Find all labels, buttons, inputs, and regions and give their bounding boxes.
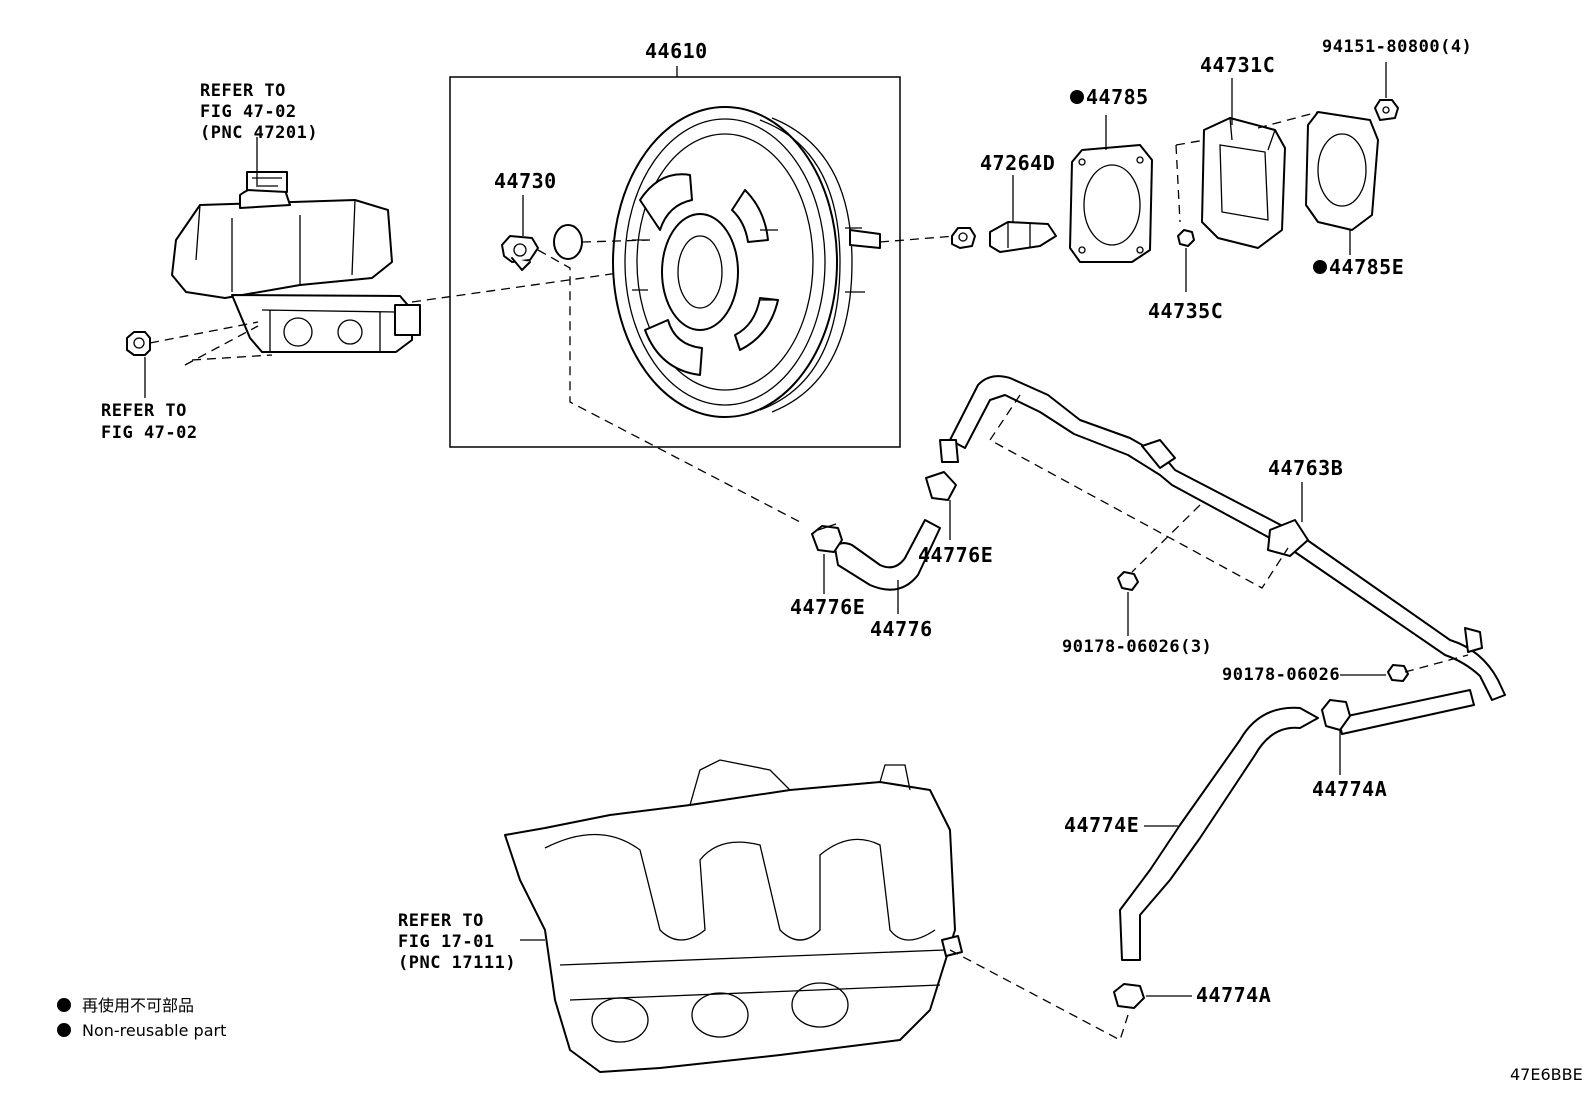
- spacer-44731c: [1201, 117, 1286, 249]
- label-47264d: 47264D: [980, 151, 1055, 175]
- hose-44774e: [1119, 689, 1475, 961]
- label-44735c: 44735C: [1148, 299, 1223, 323]
- label-90178-06026-3: 90178-06026(3): [1062, 637, 1212, 657]
- label-44774a-upper: 44774A: [1312, 777, 1387, 801]
- clip-44776e-lower: [811, 523, 843, 553]
- legend-text-jp: 再使用不可部品: [82, 996, 194, 1015]
- svg-text:REFER TO: REFER TO: [200, 81, 286, 101]
- legend: 再使用不可部品 Non-reusable part: [57, 996, 226, 1040]
- vacuum-pipe-44763b: [939, 375, 1506, 701]
- label-44774a-lower: 44774A: [1196, 983, 1271, 1007]
- gasket-44785e: [1305, 111, 1379, 231]
- svg-text:REFER TO: REFER TO: [101, 401, 187, 421]
- label-90178-06026: 90178-06026: [1222, 665, 1340, 685]
- clip-44774a-lower: [1113, 983, 1145, 1009]
- bracket-47264d: [989, 221, 1057, 253]
- svg-text:REFER TO: REFER TO: [398, 911, 484, 931]
- ref-note-intake-manifold: REFER TO FIG 17-01 (PNC 17111): [398, 911, 516, 973]
- label-44610: 44610: [645, 39, 708, 63]
- nut-90178-06026-3: [1117, 571, 1139, 591]
- ref-note-master-cylinder-nut: REFER TO FIG 47-02: [101, 401, 198, 443]
- gasket-44785: [1069, 144, 1153, 263]
- booster-assembly-box: [449, 76, 901, 448]
- svg-text:(PNC 47201): (PNC 47201): [200, 123, 318, 143]
- bolt-44735c: [1177, 229, 1195, 247]
- legend-marker-en: [57, 1023, 71, 1037]
- non-reusable-marker-44785e: [1313, 260, 1327, 274]
- hose-44776: [834, 519, 941, 591]
- brake-booster-illustration: [612, 106, 881, 418]
- svg-text:FIG 47-02: FIG 47-02: [101, 423, 198, 443]
- ref-note-master-cylinder: REFER TO FIG 47-02 (PNC 47201): [200, 81, 318, 143]
- diagram-code: 47E6BBE: [1510, 1065, 1583, 1084]
- label-44730: 44730: [494, 169, 557, 193]
- master-cylinder-nut: [126, 331, 151, 356]
- nut-90178-06026: [1387, 664, 1409, 682]
- label-44785e: 44785E: [1329, 255, 1404, 279]
- label-44776: 44776: [870, 617, 933, 641]
- legend-marker-jp: [57, 998, 71, 1012]
- clip-44776e-upper: [925, 471, 957, 501]
- label-44763b: 44763B: [1268, 456, 1343, 480]
- label-44785: 44785: [1086, 85, 1149, 109]
- label-44731c: 44731C: [1200, 53, 1275, 77]
- svg-text:(PNC 17111): (PNC 17111): [398, 953, 516, 973]
- label-44776e-lower: 44776E: [790, 595, 865, 619]
- master-cylinder-illustration: [171, 171, 421, 353]
- legend-text-en: Non-reusable part: [82, 1021, 226, 1040]
- label-94151-80800: 94151-80800(4): [1322, 37, 1472, 57]
- clip-44774a-upper: [1321, 699, 1351, 731]
- nut-94151: [1374, 99, 1399, 121]
- label-44776e-upper: 44776E: [918, 543, 993, 567]
- check-valve-illustration: [501, 224, 583, 271]
- label-44774e: 44774E: [1064, 813, 1139, 837]
- intake-manifold-illustration: [504, 759, 963, 1073]
- non-reusable-marker-44785: [1070, 90, 1084, 104]
- svg-text:FIG 47-02: FIG 47-02: [200, 102, 297, 122]
- booster-nut: [951, 227, 976, 249]
- svg-text:FIG 17-01: FIG 17-01: [398, 932, 495, 952]
